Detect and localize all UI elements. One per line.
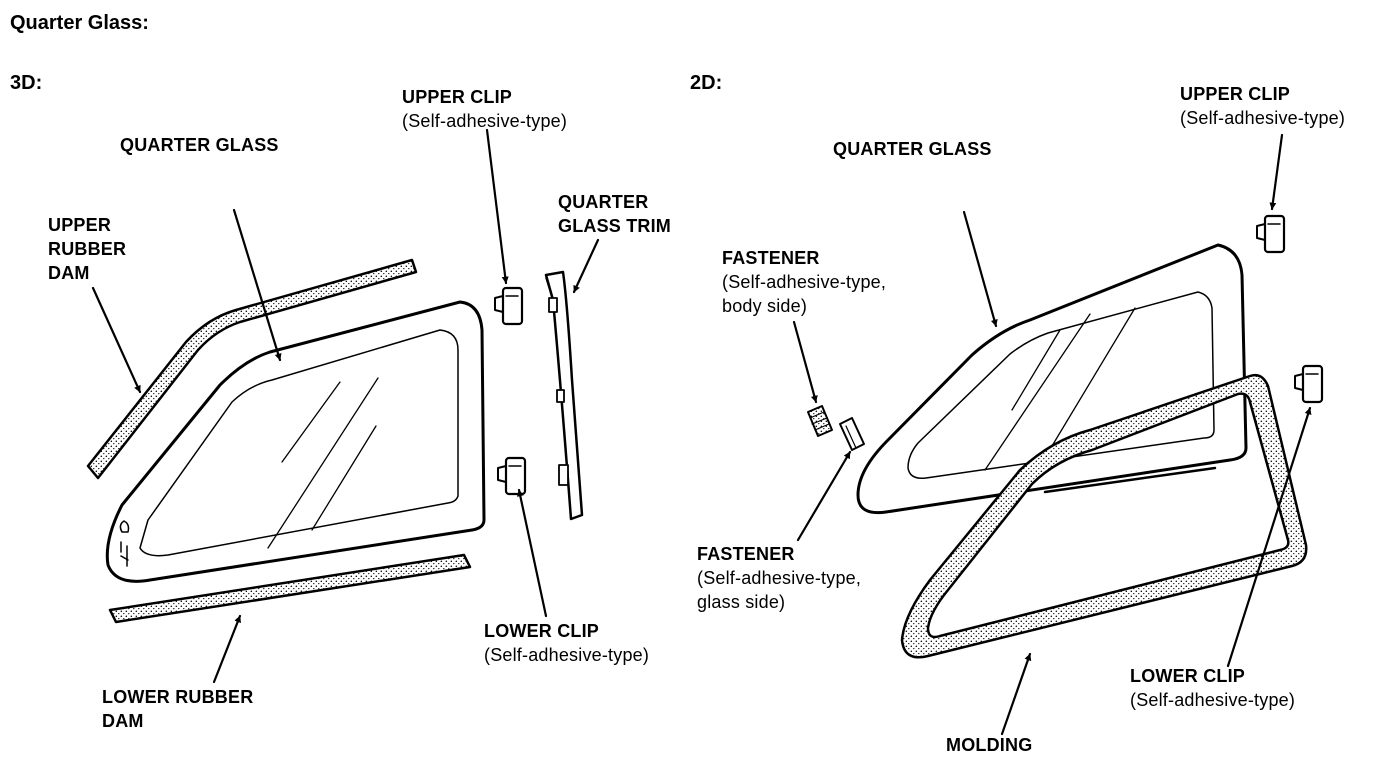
upper-clip-3d: [494, 286, 524, 326]
molding: [900, 373, 1308, 659]
label-quarter-glass-3d: QUARTER GLASS: [120, 135, 279, 155]
label-fastener-body-side: FASTENER (Self-adhesive-type, body side): [722, 248, 887, 316]
fastener-body-side: [807, 405, 833, 437]
fastener-glass-side: [839, 417, 865, 451]
quarter-glass-trim: [544, 270, 584, 521]
label-quarter-glass-2d: QUARTER GLASS: [833, 139, 992, 159]
quarter-glass-3d: [105, 300, 486, 583]
quarter-glass-2d: [856, 243, 1248, 515]
lower-clip-3d: [497, 456, 527, 496]
label-lower-clip-2d: LOWER CLIP (Self-adhesive-type): [1130, 666, 1296, 710]
label-upper-clip-3d: UPPER CLIP (Self-adhesive-type): [402, 87, 568, 131]
label-quarter-glass-trim: QUARTER GLASS TRIM: [558, 192, 671, 236]
upper-rubber-dam: [86, 258, 418, 480]
heading-3d: 3D:: [10, 72, 43, 94]
page-title: Quarter Glass:: [10, 12, 149, 34]
label-upper-clip-2d: UPPER CLIP (Self-adhesive-type): [1180, 84, 1346, 128]
lower-clip-2d: [1294, 364, 1324, 404]
label-lower-rubber-dam: LOWER RUBBER DAM: [102, 687, 254, 731]
label-molding: MOLDING: [946, 735, 1033, 755]
leader-lines: [91, 128, 1312, 736]
lower-rubber-dam: [108, 553, 472, 624]
label-lower-clip-3d: LOWER CLIP (Self-adhesive-type): [484, 621, 650, 665]
upper-clip-2d: [1256, 214, 1286, 254]
label-upper-rubber-dam: UPPER RUBBER DAM: [48, 215, 127, 283]
heading-2d: 2D:: [690, 72, 723, 94]
label-fastener-glass-side: FASTENER (Self-adhesive-type, glass side…: [697, 544, 862, 612]
